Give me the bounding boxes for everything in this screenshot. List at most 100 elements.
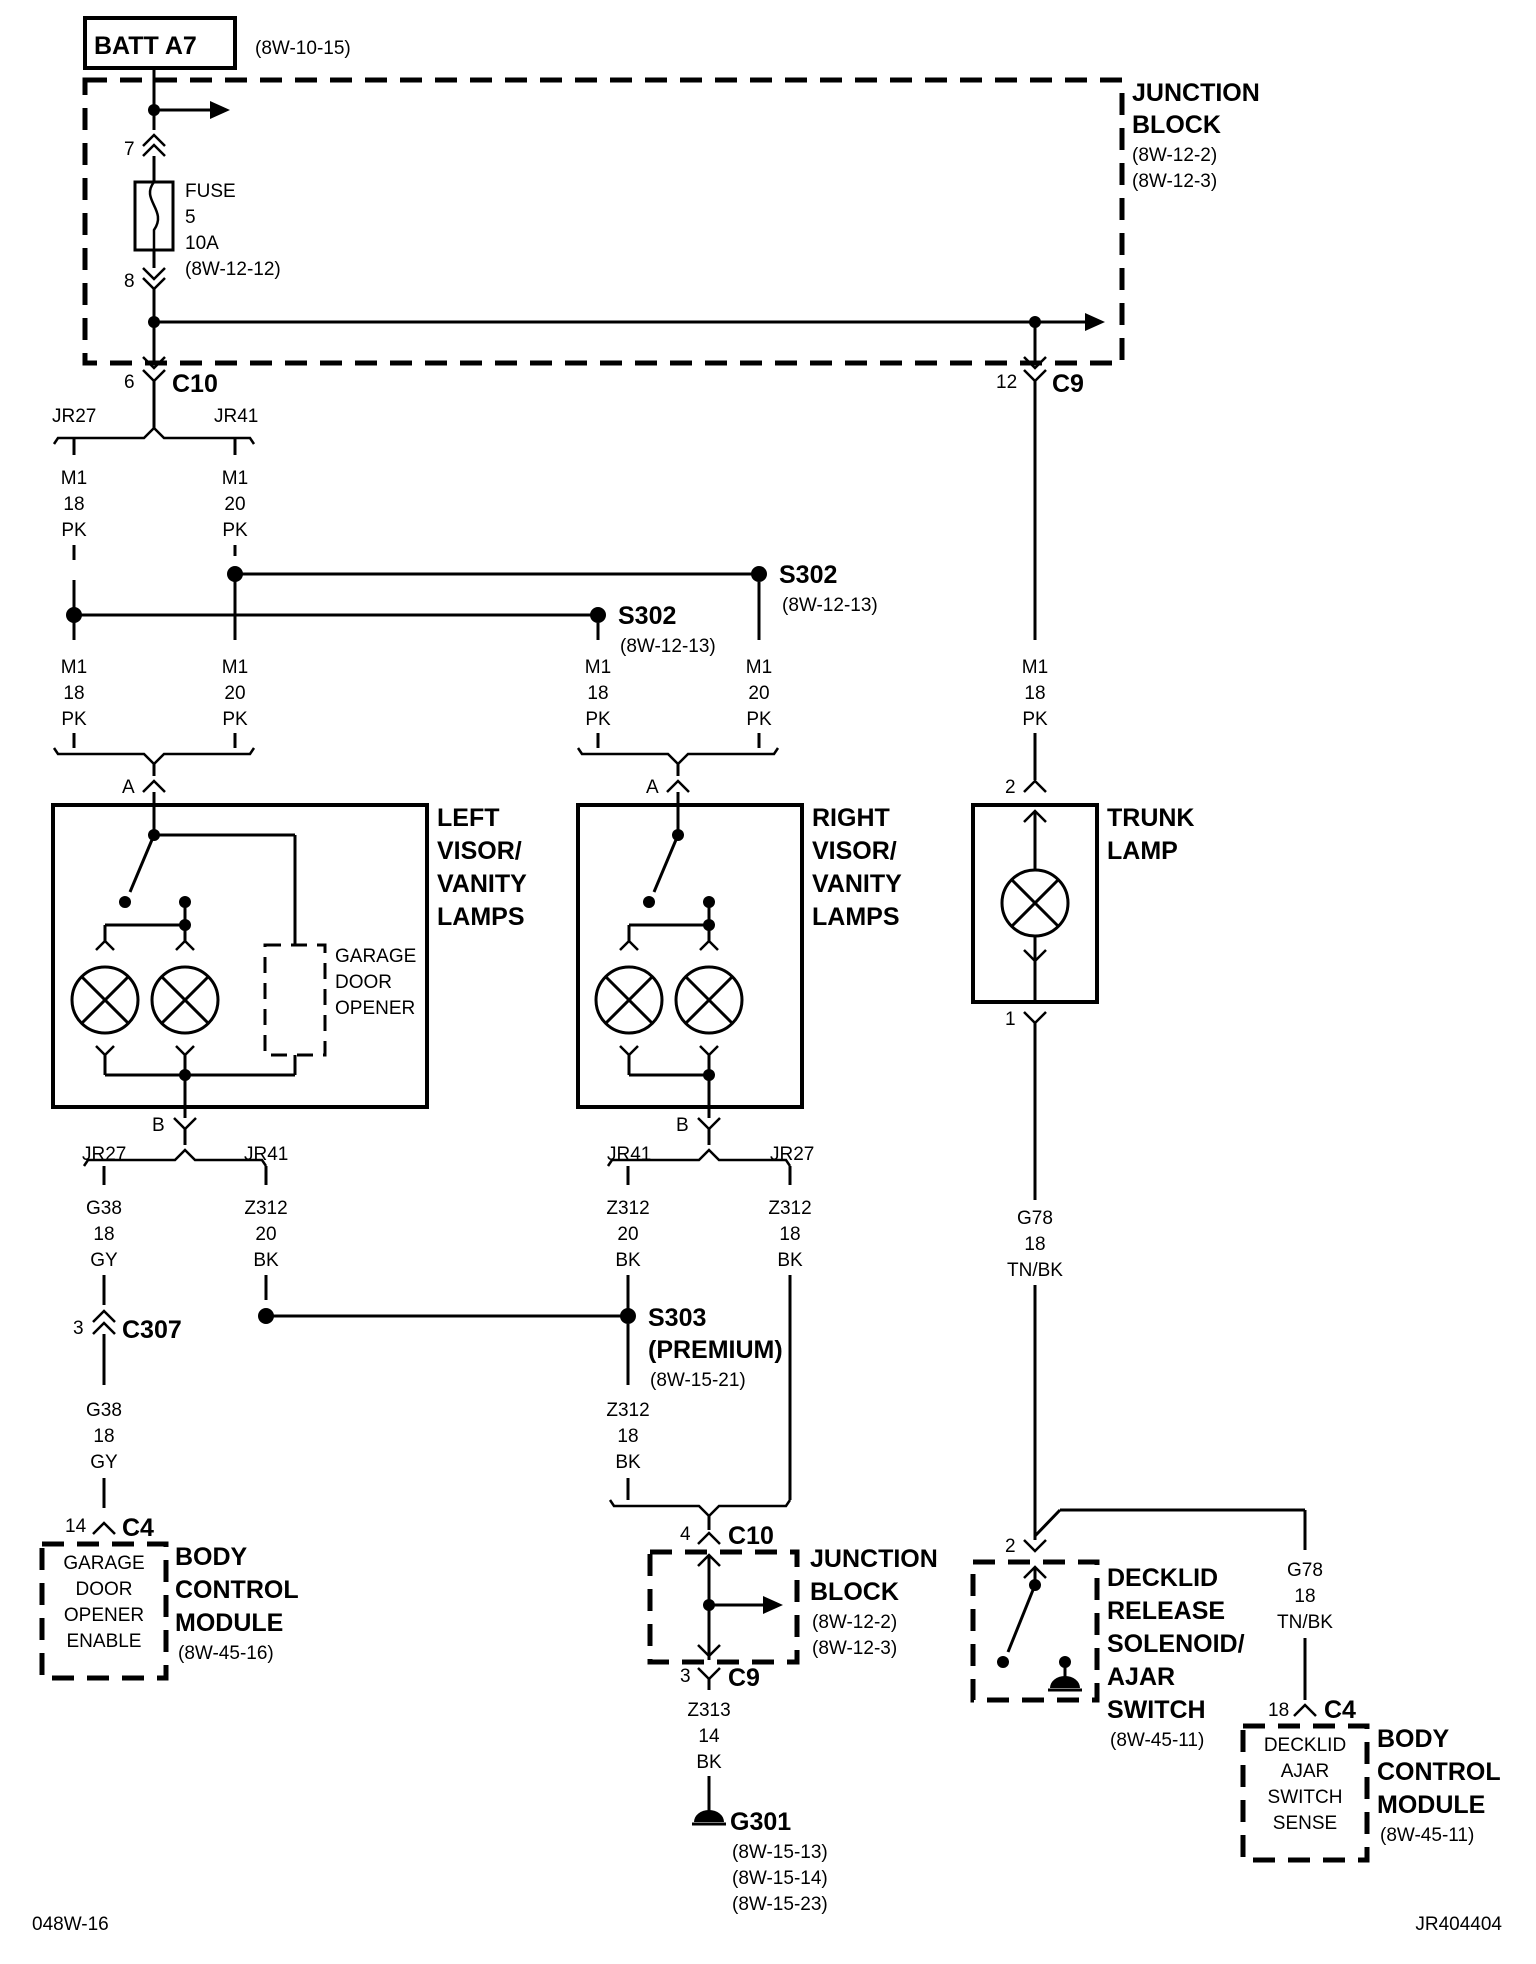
svg-text:18: 18 — [93, 1224, 114, 1245]
lower-right-harness: JR41 JR27 Z312 20 BK Z312 18 BK — [606, 1129, 814, 1500]
left-visor-line2: VISOR/ — [437, 837, 522, 865]
svg-text:18: 18 — [1024, 1234, 1045, 1255]
junction-block-top-ref1: (8W-12-2) — [1132, 145, 1217, 166]
footer-left: 048W-16 — [32, 1914, 109, 1935]
svg-text:18: 18 — [63, 494, 84, 515]
svg-text:20: 20 — [224, 683, 245, 704]
fuse-label: FUSE — [185, 181, 236, 202]
splice-s303: S303 (PREMIUM) (8W-15-21) Z312 18 BK — [258, 1304, 783, 1500]
jr27-label-right-lower: JR27 — [770, 1144, 814, 1165]
g301-ref3: (8W-15-23) — [732, 1894, 828, 1915]
fuse-rating: 10A — [185, 233, 219, 254]
svg-text:G38: G38 — [86, 1400, 122, 1421]
right-visor-vanity-lamps: A RIGHT VISOR/ VANITY LAMPS — [576, 777, 902, 1136]
c9-top-name: C9 — [1052, 370, 1084, 398]
right-visor-harness-in — [576, 747, 780, 776]
right-visor-pin-b: B — [676, 1115, 689, 1136]
c9-top-pin: 12 — [996, 372, 1017, 393]
svg-text:TN/BK: TN/BK — [1277, 1612, 1333, 1633]
lamp-icon — [70, 965, 140, 1035]
garage-opener-line2: DOOR — [335, 972, 392, 993]
junction-block-top-line2: BLOCK — [1132, 111, 1221, 139]
junction-block-top-ref2: (8W-12-3) — [1132, 171, 1217, 192]
trunk-lamp-pin-top: 2 — [1005, 777, 1016, 798]
c10-top-name: C10 — [172, 370, 218, 398]
svg-text:BK: BK — [253, 1250, 279, 1271]
junction-bottom-conn-in: C10 — [728, 1522, 774, 1550]
bcm-right-connector: C4 — [1324, 1696, 1356, 1724]
bcm-right-in1: DECKLID — [1264, 1735, 1346, 1756]
jr41-label-right-lower: JR41 — [607, 1144, 651, 1165]
left-visor-pin-a: A — [122, 777, 135, 798]
bottom-junction-harness — [608, 1499, 792, 1530]
svg-text:BK: BK — [777, 1250, 803, 1271]
wire-g78-to-bcm: G78 18 TN/BK — [1277, 1560, 1333, 1700]
s302-right-ref: (8W-12-13) — [782, 595, 878, 616]
s302-right-name: S302 — [779, 561, 837, 589]
junction-bottom-conn-out: C9 — [728, 1664, 760, 1692]
decklid-line4: AJAR — [1107, 1663, 1175, 1691]
bcm-left-in4: ENABLE — [67, 1631, 142, 1652]
batt-ref: (8W-10-15) — [255, 38, 351, 59]
bcm-left-line1: BODY — [175, 1543, 248, 1571]
svg-text:Z312: Z312 — [768, 1198, 811, 1219]
lamp-icon — [594, 965, 664, 1035]
left-visor-line4: LAMPS — [437, 903, 525, 931]
fuse-pin-in: 7 — [124, 139, 135, 160]
decklid-release-solenoid-ajar-switch: 2 DECKLID RELEASE SOLENOID/ AJAR SWITCH … — [970, 1508, 1307, 1751]
bcm-left-connector: C4 — [122, 1514, 154, 1542]
svg-text:14: 14 — [698, 1726, 720, 1747]
svg-text:BK: BK — [696, 1752, 722, 1773]
svg-text:PK: PK — [222, 520, 248, 541]
wire-m1-20-lower-right: M1 20 PK — [746, 657, 772, 748]
svg-text:G38: G38 — [86, 1198, 122, 1219]
svg-text:BK: BK — [615, 1452, 641, 1473]
svg-text:18: 18 — [93, 1426, 114, 1447]
c307-name: C307 — [122, 1316, 182, 1344]
bcm-right-in2: AJAR — [1281, 1761, 1330, 1782]
decklid-line1: DECKLID — [1107, 1564, 1218, 1592]
lamp-icon — [1000, 868, 1070, 938]
jr41-label-top: JR41 — [214, 406, 258, 427]
g301-name: G301 — [730, 1808, 791, 1836]
batt-a7-source: BATT A7 (8W-10-15) — [83, 16, 351, 70]
bcm-right-line1: BODY — [1377, 1725, 1450, 1753]
left-visor-harness-in — [52, 747, 256, 776]
bcm-left-in2: DOOR — [76, 1579, 133, 1600]
decklid-pin: 2 — [1005, 1536, 1016, 1557]
svg-text:M1: M1 — [222, 468, 248, 489]
svg-text:Z312: Z312 — [606, 1400, 649, 1421]
ground-icon — [692, 1810, 726, 1826]
lamp-icon — [150, 965, 220, 1035]
svg-text:M1: M1 — [1022, 657, 1048, 678]
ground-g301: Z313 14 BK G301 (8W-15-13) (8W-15-14) (8… — [687, 1700, 827, 1915]
svg-text:18: 18 — [63, 683, 84, 704]
svg-text:TN/BK: TN/BK — [1007, 1260, 1063, 1281]
fuse-pin-out: 8 — [124, 271, 135, 292]
svg-text:M1: M1 — [61, 657, 87, 678]
decklid-line3: SOLENOID/ — [1107, 1630, 1245, 1658]
c9-top-connector: 12 C9 — [996, 356, 1084, 398]
footer-right: JR404404 — [1415, 1914, 1502, 1935]
right-visor-line1: RIGHT — [812, 804, 890, 832]
bcm-left-line2: CONTROL — [175, 1576, 299, 1604]
bcm-right-pin: 18 — [1268, 1700, 1289, 1721]
wire-m1-20-upper-left: M1 20 PK — [222, 468, 248, 640]
ground-icon — [1048, 1676, 1082, 1692]
fuse-number: 5 — [185, 207, 196, 228]
jr41-label-left-lower: JR41 — [244, 1144, 288, 1165]
svg-text:M1: M1 — [222, 657, 248, 678]
svg-text:18: 18 — [779, 1224, 800, 1245]
right-visor-pin-a: A — [646, 777, 659, 798]
trunk-lamp: M1 18 PK 2 TRUNK LAMP 1 G78 18 TN/BK — [971, 381, 1195, 1540]
jr27-label-left-lower: JR27 — [82, 1144, 126, 1165]
junction-block-top-line1: JUNCTION — [1132, 79, 1260, 107]
wire-m1-18-lower-left: M1 18 PK — [61, 657, 87, 748]
bcm-right-ref: (8W-45-11) — [1380, 1825, 1474, 1846]
svg-text:M1: M1 — [746, 657, 772, 678]
bcm-left-in1: GARAGE — [63, 1553, 144, 1574]
bcm-right-line2: CONTROL — [1377, 1758, 1501, 1786]
g301-ref1: (8W-15-13) — [732, 1842, 828, 1863]
left-visor-line3: VANITY — [437, 870, 527, 898]
